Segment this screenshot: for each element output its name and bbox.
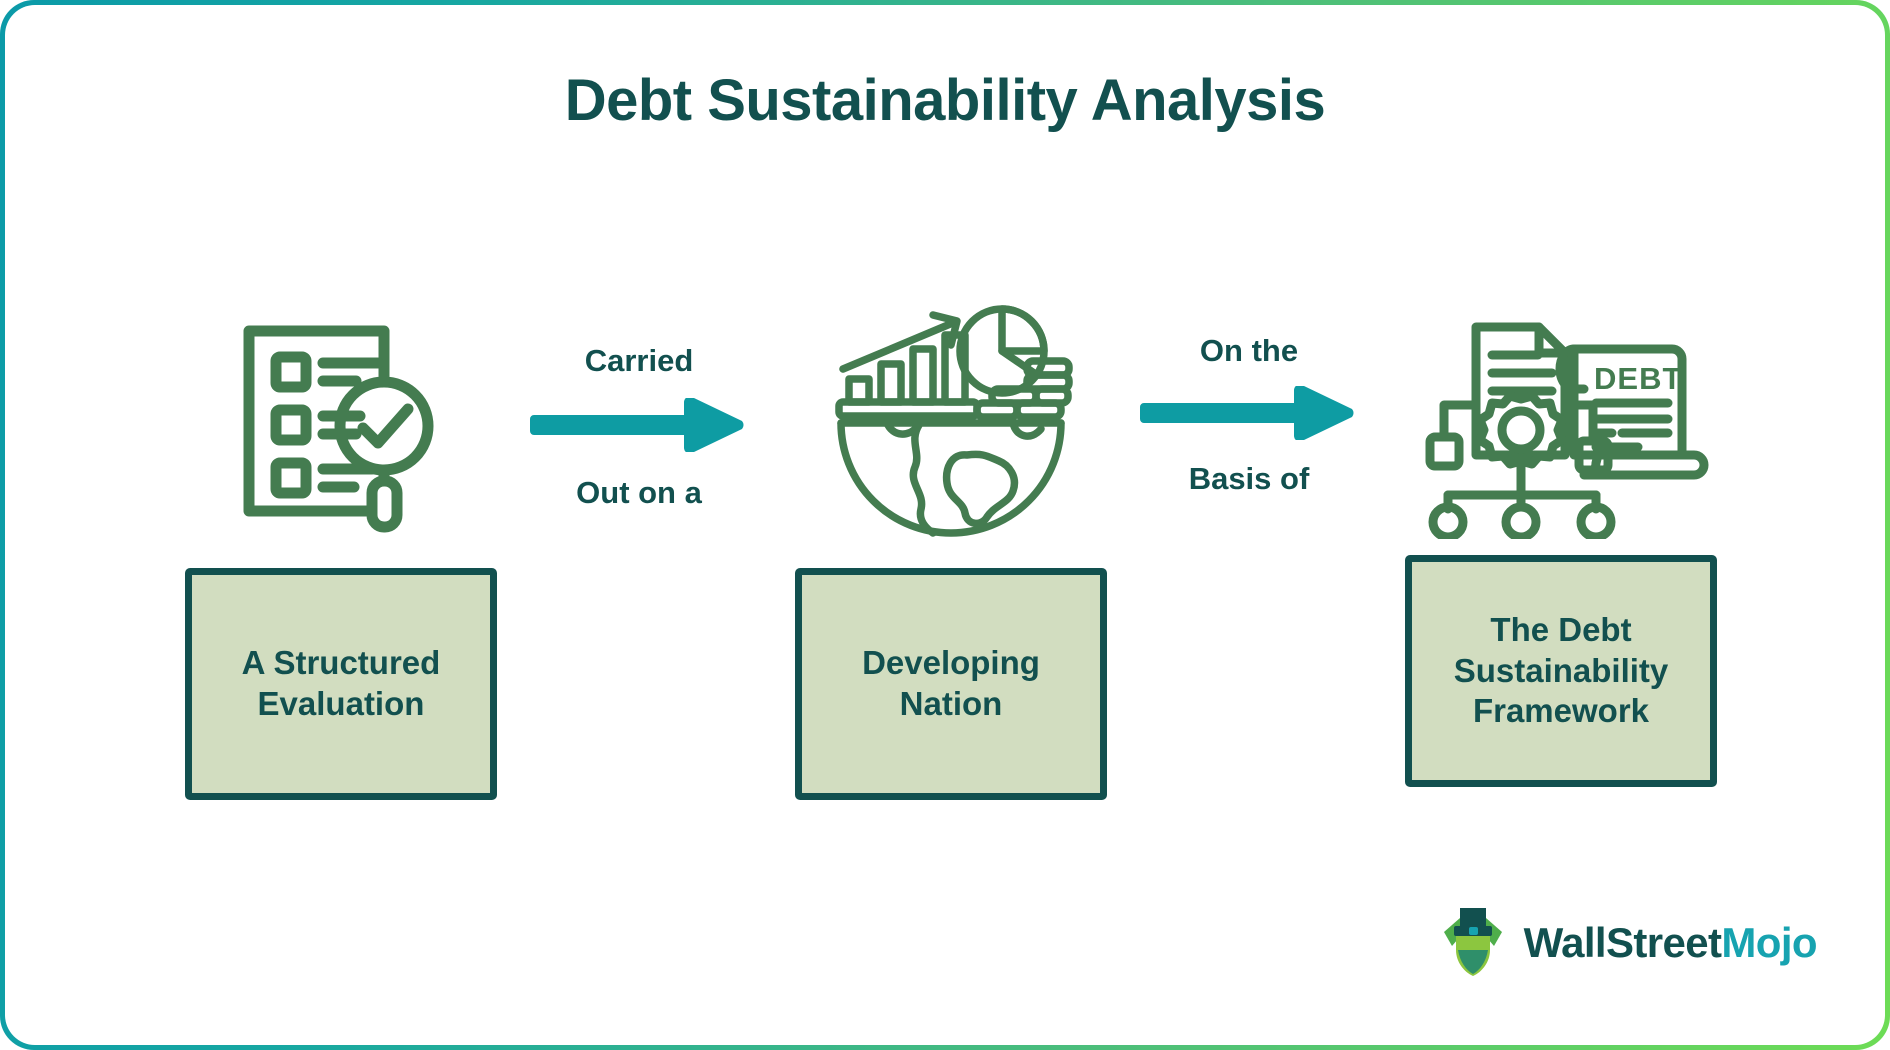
- debt-scroll-text: DEBT: [1594, 361, 1682, 396]
- stage-3: DEBT: [1401, 295, 1721, 787]
- connector-2: On the Basis of: [1115, 335, 1383, 494]
- right-arrow-icon: [1140, 384, 1358, 445]
- connector-2-label-top: On the: [1199, 333, 1299, 368]
- brand-name-part-1: WallStreet: [1523, 918, 1722, 966]
- checklist-magnifier-icon: [236, 295, 446, 555]
- connector-1-label-bottom: Out on a: [576, 475, 702, 510]
- globe-growth-chart-icon: [827, 295, 1075, 555]
- stage-2: Developing Nation: [791, 295, 1111, 800]
- brand-wordmark: WallStreetMojo: [1523, 918, 1818, 967]
- stage-2-box: Developing Nation: [795, 568, 1107, 800]
- stage-2-label-line-1: Developing: [862, 644, 1040, 682]
- brand-name-part-2: Mojo: [1721, 918, 1817, 966]
- stage-1-label-line-1: A Structured: [241, 644, 441, 682]
- stage-3-label-line-1: The Debt: [1490, 611, 1632, 649]
- debt-document-framework-icon: DEBT: [1406, 295, 1716, 550]
- page-title: Debt Sustainability Analysis: [564, 68, 1326, 133]
- brand-logo: WallStreetMojo: [1438, 902, 1818, 983]
- stage-3-label-line-2: Sustainability: [1453, 651, 1669, 689]
- stage-2-label-line-2: Nation: [899, 685, 1003, 722]
- stage-3-box: The Debt Sustainability Framework: [1405, 555, 1717, 787]
- stage-1-label-line-2: Evaluation: [257, 685, 425, 722]
- connector-2-label-bottom: Basis of: [1188, 461, 1310, 496]
- right-arrow-icon: [530, 396, 748, 457]
- stage-1-box: A Structured Evaluation: [185, 568, 497, 800]
- stage-1: A Structured Evaluation: [181, 295, 501, 800]
- stage-3-label-line-3: Framework: [1472, 692, 1650, 730]
- connector-1-label-top: Carried: [584, 343, 694, 378]
- wallstreetmojo-bull-logo: [1438, 902, 1508, 983]
- connector-1: Carried Out on a: [505, 345, 773, 508]
- infographic-canvas: Debt Sustainability Analysis: [5, 5, 1885, 1045]
